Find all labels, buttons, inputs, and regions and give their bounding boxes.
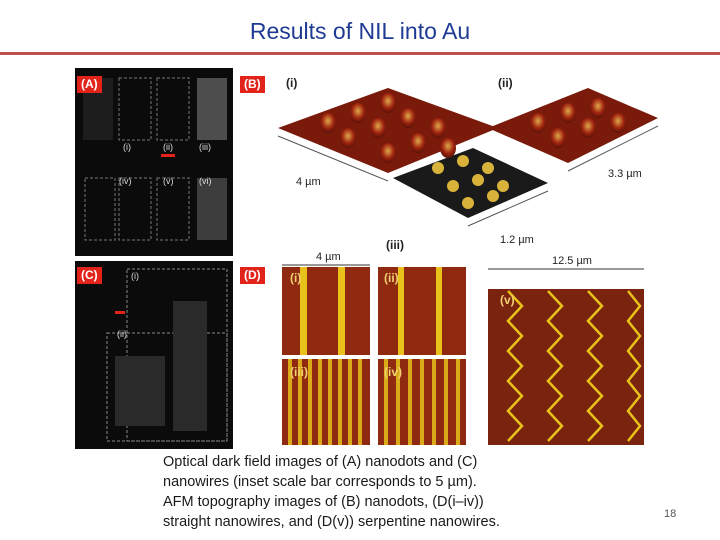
panel-b-sublabel: (iii) [386,238,404,252]
panel-d-sublabel: (v) [500,293,515,307]
panel-b-scale: 3.3 µm [608,168,642,180]
panel-a: (i) (ii) (iii) (iv) (v) (vi) (A) [75,68,233,256]
panel-a-sublabel: (v) [163,176,174,186]
panel-a-image [83,77,227,241]
panel-c-sublabel: (i) [131,271,139,281]
panel-d-sublabel: (ii) [384,271,399,285]
panel-a-sublabel: (iv) [119,176,132,186]
panel-a-sublabel: (ii) [163,142,173,152]
panel-c-sublabel: (ii) [117,329,127,339]
panel-d-label: (D) [240,267,265,284]
panel-d-sublabel: (i) [290,271,302,285]
panel-a-sublabel: (iii) [199,142,211,152]
panel-c: (i) (ii) (C) [75,261,233,449]
figure: (i) (ii) (iii) (iv) (v) (vi) (A) [75,68,675,452]
page-number: 18 [664,508,677,520]
title-divider [0,52,720,55]
panel-b-image [277,88,659,227]
slide-title: Results of NIL into Au [249,18,471,44]
panel-d-scale: 4 µm [316,251,341,263]
panel-b-scale: 1.2 µm [500,234,534,246]
panel-b-label: (B) [240,76,265,93]
panel-b-sublabel: (ii) [498,76,513,90]
panel-a-label: (A) [77,76,102,93]
panel-d-scale: 12.5 µm [552,255,592,267]
panel-c-label: (C) [77,267,102,284]
panel-a-sublabel: (vi) [199,176,212,186]
panel-b-scale: 4 µm [296,176,321,188]
figure-caption: Optical dark field images of (A) nanodot… [163,454,500,530]
panel-b: (B) (i) (ii) (iii) 4 µm 3.3 µm 1.2 µm [238,68,675,256]
panel-d-sublabel: (iv) [384,365,402,379]
panel-a-sublabel: (i) [123,142,131,152]
panel-d-image [282,264,644,445]
panel-c-image [106,268,228,442]
panel-d-sublabel: (iii) [290,365,308,379]
panel-d: (D) (i) (ii) (iii) (iv) (v) 4 µm 12.5 µm [238,251,675,449]
panel-b-sublabel: (i) [286,76,298,90]
